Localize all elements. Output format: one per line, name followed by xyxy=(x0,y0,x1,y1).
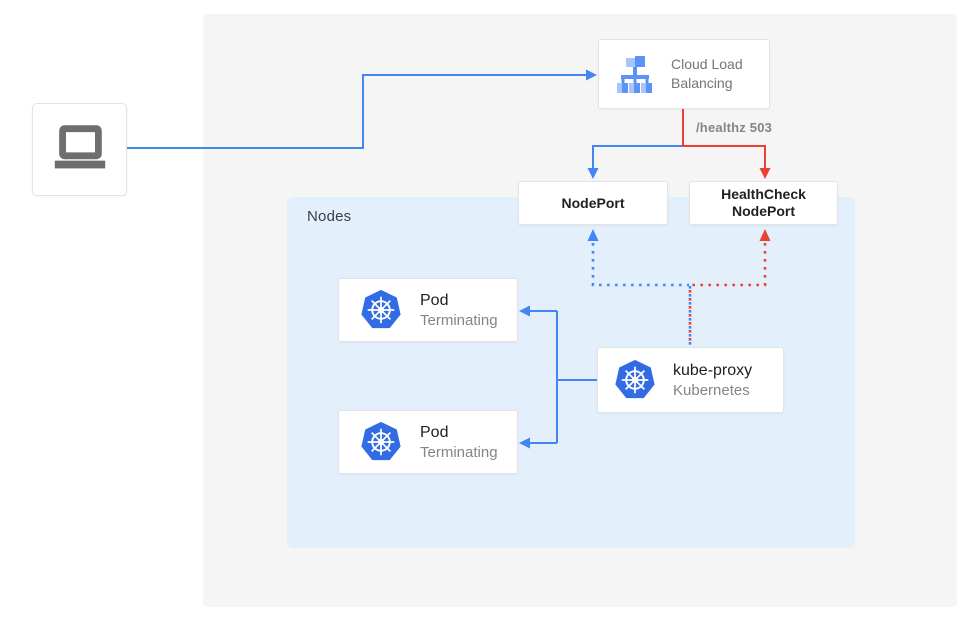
laptop-icon xyxy=(54,124,105,168)
pod-1-text: Pod Terminating xyxy=(420,290,498,331)
pod-2-status: Terminating xyxy=(420,443,498,461)
nodes-label: Nodes xyxy=(307,208,352,225)
kube-proxy-title: kube-proxy xyxy=(673,361,753,379)
pod-card-2: Pod Terminating xyxy=(338,410,518,474)
client-card xyxy=(32,103,127,196)
pod-2-text: Pod Terminating xyxy=(420,422,498,463)
healthcheck-nodeport-label: HealthCheck NodePort xyxy=(721,186,806,219)
pod-1-status: Terminating xyxy=(420,311,498,329)
pod-card-1: Pod Terminating xyxy=(338,278,518,342)
kubernetes-icon xyxy=(359,288,403,332)
kubernetes-icon xyxy=(359,420,403,464)
kube-proxy-card: kube-proxy Kubernetes xyxy=(597,347,784,413)
cloud-load-balancing-label: Cloud Load Balancing xyxy=(671,56,743,91)
cloud-load-balancing-card: Cloud Load Balancing xyxy=(598,39,770,109)
kubernetes-icon xyxy=(613,358,657,402)
healthz-status-label: /healthz 503 xyxy=(696,120,773,135)
kube-proxy-text: kube-proxy Kubernetes xyxy=(673,360,752,401)
load-balancer-icon xyxy=(617,55,652,93)
nodeport-card: NodePort xyxy=(518,181,668,225)
pod-1-title: Pod xyxy=(420,291,449,309)
kube-proxy-subtitle: Kubernetes xyxy=(673,381,750,399)
healthcheck-nodeport-card: HealthCheck NodePort xyxy=(689,181,838,225)
nodeport-label: NodePort xyxy=(561,194,625,211)
pod-2-title: Pod xyxy=(420,423,449,441)
